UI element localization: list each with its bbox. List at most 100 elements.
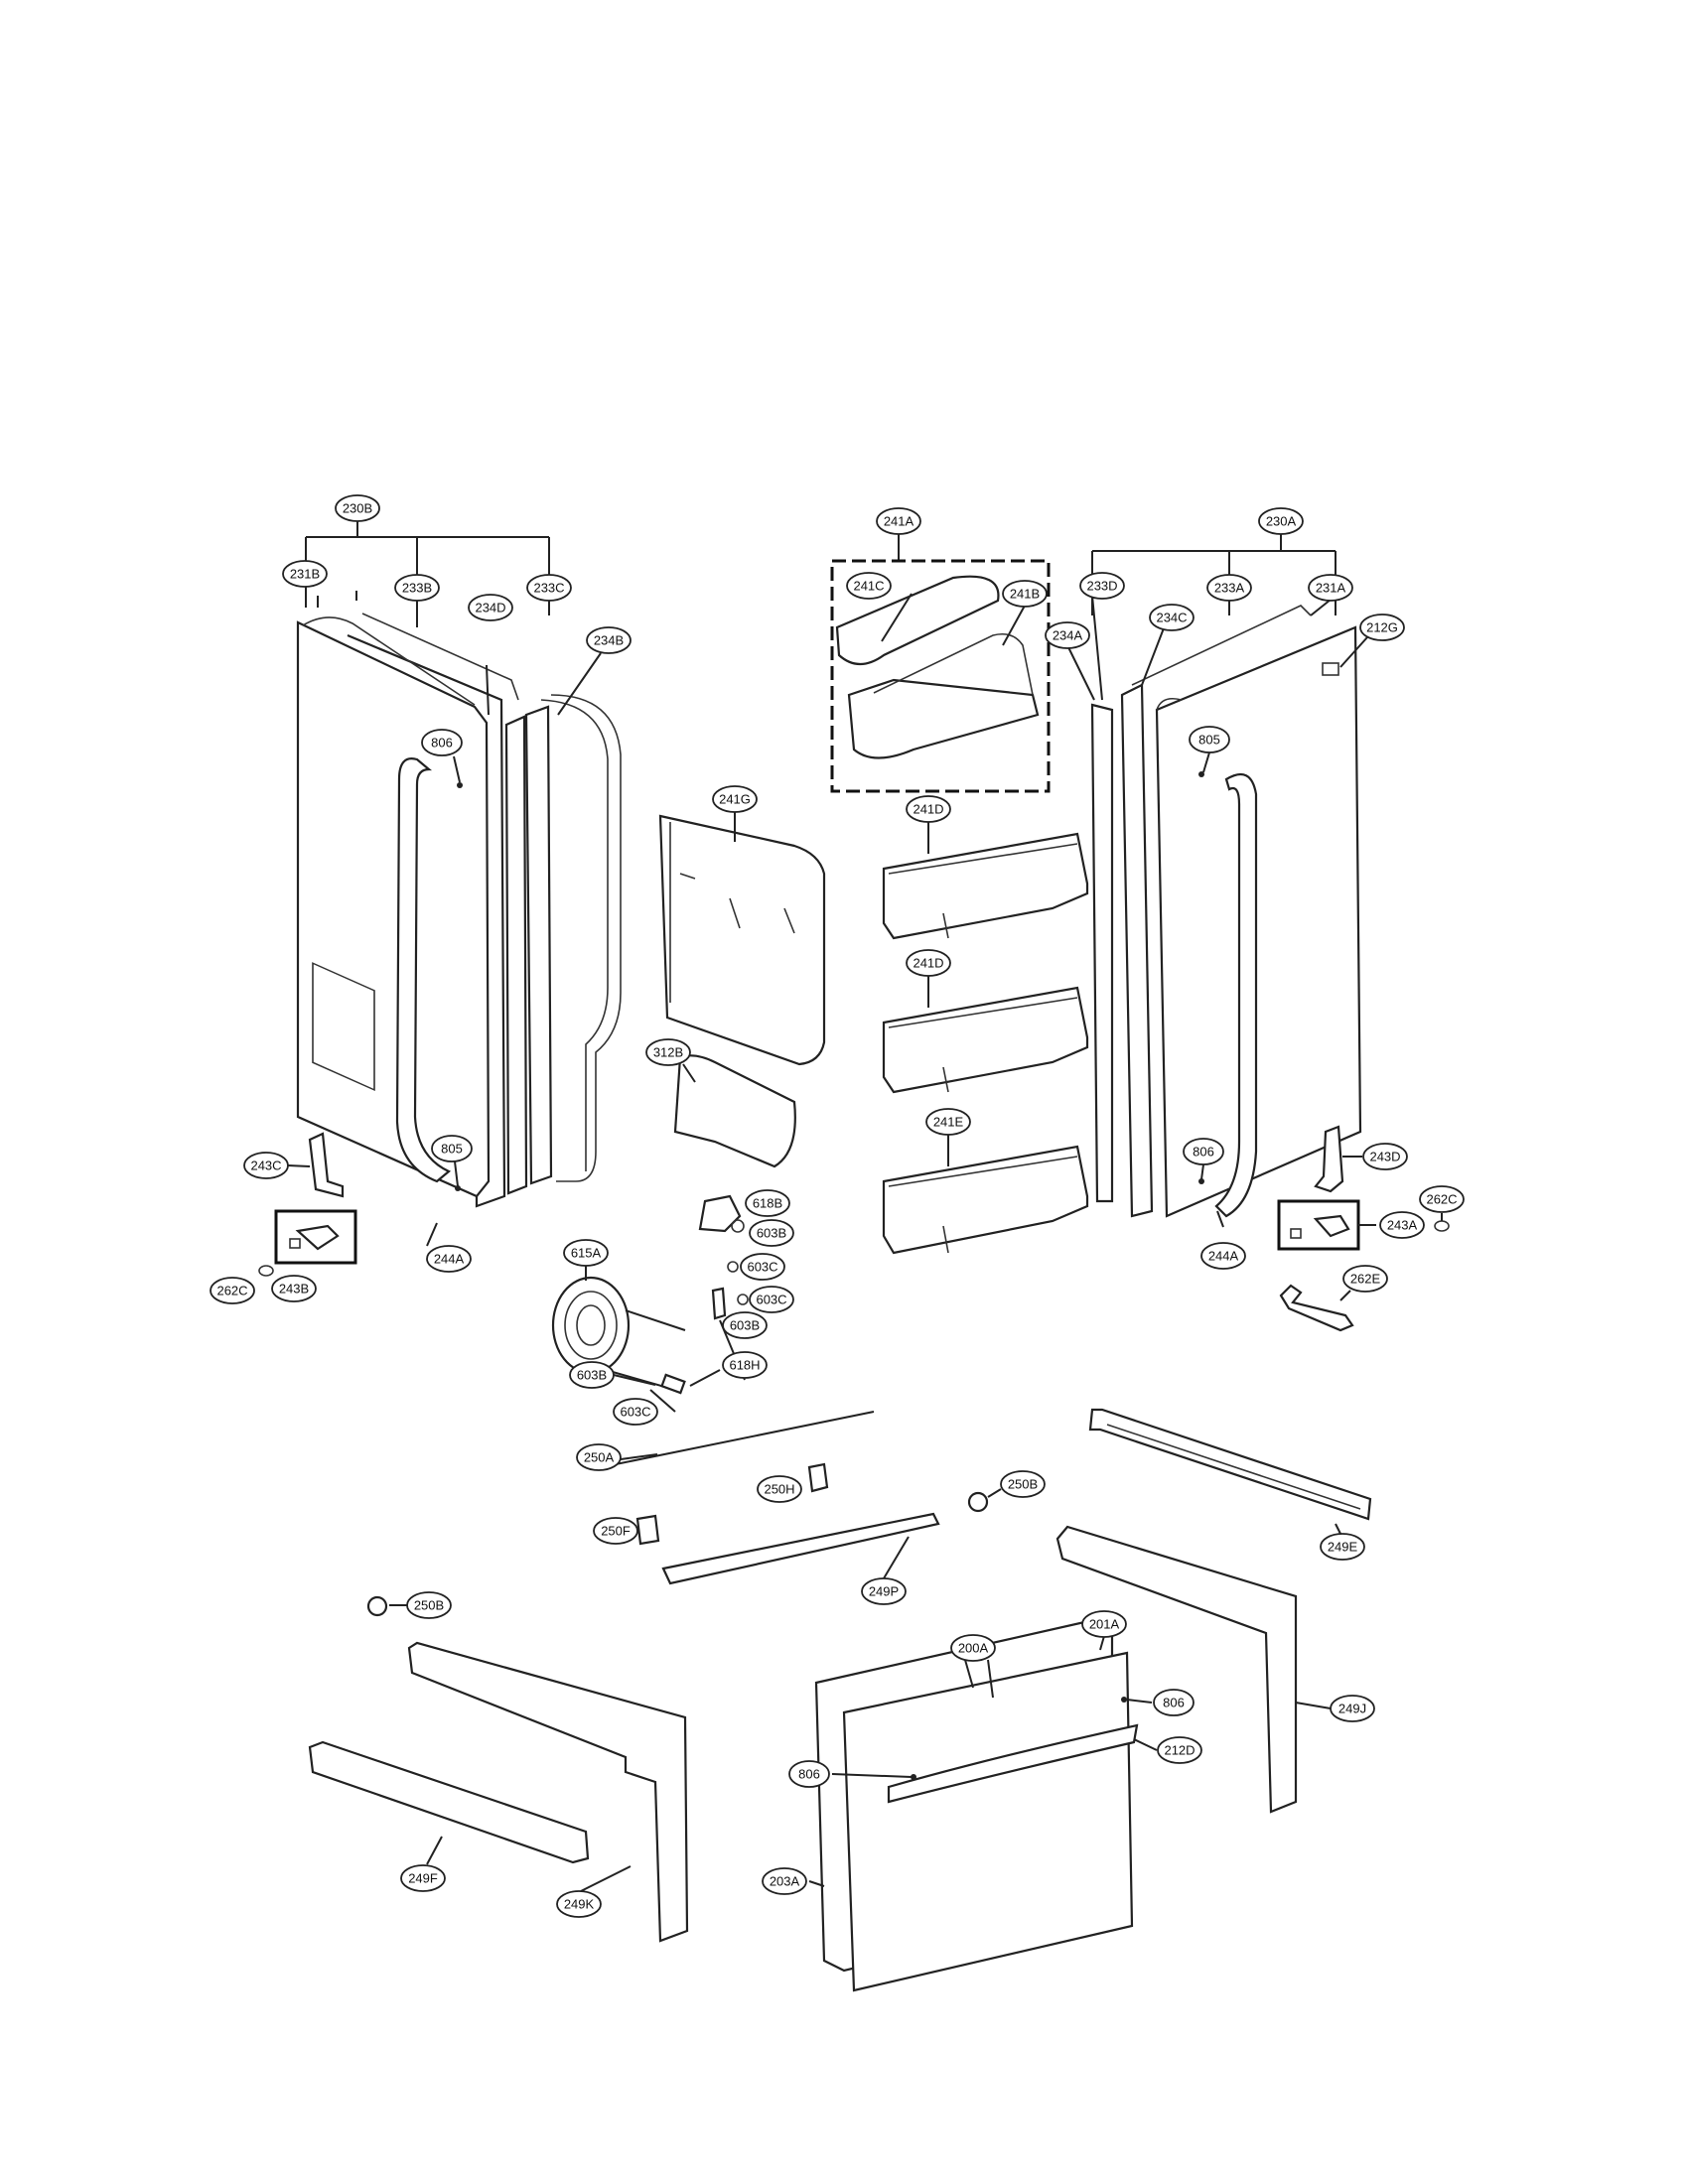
label-text-200A: 200A — [958, 1641, 989, 1656]
label-233A: 233A — [1206, 574, 1252, 602]
label-text-234B: 234B — [594, 633, 624, 648]
label-243D: 243D — [1362, 1143, 1408, 1170]
part-box-241A — [830, 559, 1051, 793]
right-leader-lines — [1066, 595, 1443, 1301]
label-text-243C: 243C — [250, 1159, 281, 1173]
rail-249P — [661, 1512, 940, 1585]
fitting-618H — [660, 1373, 686, 1395]
label-212G — [1322, 662, 1339, 676]
label-806-left: 806 — [421, 729, 463, 756]
label-603C-1: 603C — [740, 1253, 785, 1281]
bin-241D-2-rim — [888, 997, 1078, 1093]
label-212D: 212D — [1157, 1736, 1202, 1764]
label-806-right: 806 — [1183, 1138, 1224, 1165]
label-603C-2: 603C — [749, 1286, 794, 1313]
label-231B: 231B — [282, 560, 328, 588]
label-text-241G: 241G — [719, 792, 751, 807]
label-241C: 241C — [846, 572, 892, 600]
right-liner-top — [1131, 605, 1312, 686]
rail-249E-groove — [1106, 1424, 1361, 1510]
rail-249E — [1088, 1408, 1372, 1521]
label-text-234A: 234A — [1053, 628, 1083, 643]
label-text-212D: 212D — [1164, 1743, 1195, 1758]
label-233D: 233D — [1079, 572, 1125, 600]
bracket-249K — [407, 1641, 689, 1943]
label-text-212G: 212G — [1366, 620, 1398, 635]
part-labels: 230B 231B 233B 233C 234D 234B 806 805 24… — [210, 494, 1465, 1918]
leaders-241 — [881, 593, 1026, 646]
washer-262C-right — [1434, 1220, 1450, 1232]
label-234A: 234A — [1045, 621, 1090, 649]
bracket-249J — [1055, 1525, 1298, 1814]
label-262C-right: 262C — [1419, 1185, 1465, 1213]
label-text-244Ab: 244A — [1208, 1249, 1239, 1264]
label-201A: 201A — [1081, 1610, 1127, 1638]
label-249F: 249F — [400, 1864, 446, 1892]
label-262E: 262E — [1342, 1265, 1388, 1293]
label-241A: 241A — [876, 507, 921, 535]
bin-241E-rim — [888, 1156, 1078, 1254]
label-806-drawer-left: 806 — [788, 1760, 830, 1788]
label-text-618H: 618H — [729, 1358, 760, 1373]
clip-250H — [807, 1462, 829, 1493]
fitting-603B — [711, 1287, 727, 1320]
label-text-249P: 249P — [869, 1584, 899, 1599]
label-text-603Cb: 603C — [756, 1293, 786, 1307]
label-234D: 234D — [468, 594, 513, 621]
bin-241G-detail — [669, 822, 795, 1003]
label-249J: 249J — [1330, 1695, 1375, 1722]
valve-618B — [698, 1194, 742, 1233]
label-230B: 230B — [335, 494, 380, 522]
label-text-615A: 615A — [571, 1246, 602, 1261]
clip-603C-2 — [737, 1294, 749, 1305]
label-text-249K: 249K — [564, 1897, 595, 1912]
label-text-231A: 231A — [1316, 581, 1346, 596]
hinge-cap-243B — [295, 1224, 340, 1251]
label-241B: 241B — [1002, 580, 1048, 608]
label-text-203A: 203A — [770, 1874, 800, 1889]
label-615A: 615A — [563, 1239, 609, 1267]
right-door-handle — [1214, 772, 1258, 1218]
label-250F: 250F — [593, 1517, 638, 1545]
screw-806 — [457, 782, 463, 788]
label-203A: 203A — [762, 1867, 807, 1895]
label-text-233B: 233B — [402, 581, 432, 596]
label-text-243D: 243D — [1369, 1150, 1400, 1164]
label-text-241A: 241A — [884, 514, 914, 529]
left-door-handle — [395, 757, 452, 1183]
label-text-201A: 201A — [1089, 1617, 1120, 1632]
clip-250F — [635, 1514, 660, 1546]
label-text-233D: 233D — [1086, 579, 1117, 594]
label-234B: 234B — [586, 626, 632, 654]
screw-805-right — [1198, 771, 1204, 777]
label-231A: 231A — [1308, 574, 1353, 602]
label-text-230B: 230B — [343, 501, 372, 516]
water-leaders — [585, 1266, 746, 1413]
door-liner-strip-2 — [504, 715, 528, 1195]
label-text-806a: 806 — [431, 736, 453, 751]
label-text-603Bb: 603B — [730, 1318, 760, 1333]
label-text-262E: 262E — [1350, 1272, 1381, 1287]
right-door-panel — [1155, 625, 1362, 1218]
label-233B: 233B — [394, 574, 440, 602]
right-door-gasket — [1090, 703, 1114, 1203]
dispenser-window — [312, 962, 375, 1092]
wrench-262E — [1279, 1284, 1354, 1332]
label-text-250Bb: 250B — [1008, 1477, 1038, 1492]
label-805-right: 805 — [1189, 726, 1230, 753]
label-241G: 241G — [712, 785, 758, 813]
label-603C-3: 603C — [613, 1398, 658, 1426]
left-door-top-edge — [302, 616, 476, 706]
label-text-262Cb: 262C — [1426, 1192, 1457, 1207]
screw-806-drawer-2 — [1121, 1697, 1127, 1703]
label-200A: 200A — [950, 1634, 996, 1662]
right-door-liner — [1120, 683, 1154, 1218]
label-603B-2: 603B — [722, 1311, 768, 1339]
label-text-250F: 250F — [601, 1524, 631, 1539]
label-text-241Da: 241D — [913, 802, 943, 817]
label-618B: 618B — [745, 1189, 790, 1217]
door-gasket-outline — [550, 694, 622, 1182]
hinge-clip-right — [1290, 1228, 1302, 1239]
label-234C: 234C — [1149, 604, 1195, 631]
